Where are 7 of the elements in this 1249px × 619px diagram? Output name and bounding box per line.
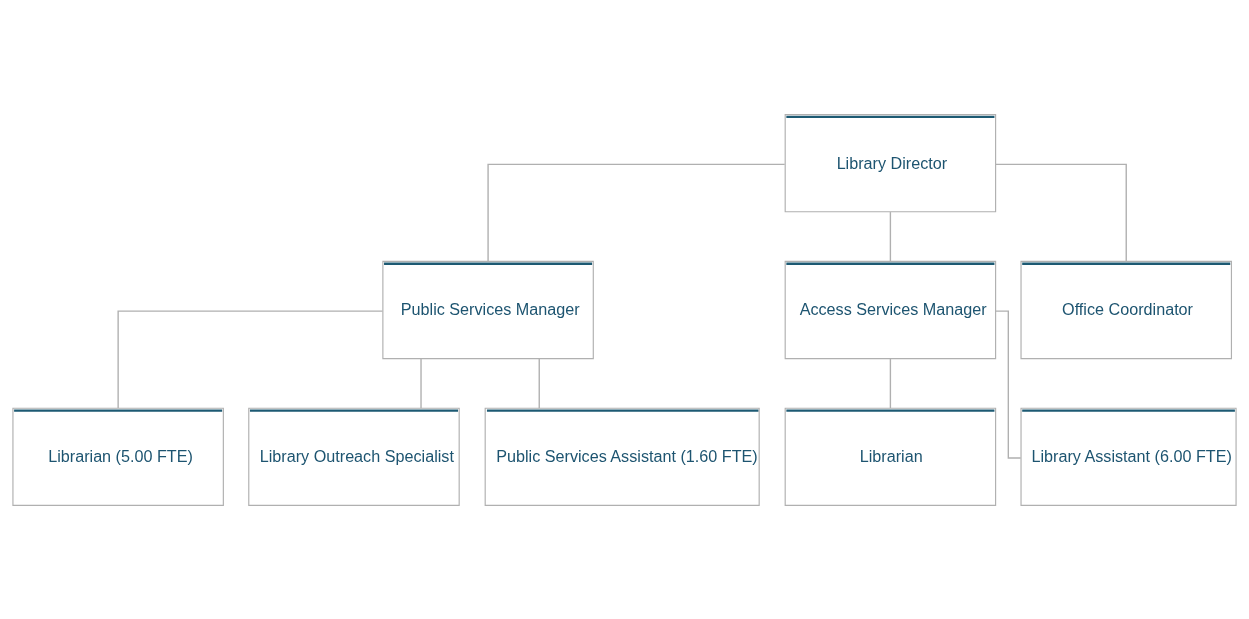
connector (487, 163, 786, 262)
connector (420, 357, 422, 409)
connector (889, 210, 892, 262)
connector (538, 357, 540, 409)
connector (995, 163, 1127, 262)
connector (117, 309, 384, 409)
connector (889, 357, 892, 409)
